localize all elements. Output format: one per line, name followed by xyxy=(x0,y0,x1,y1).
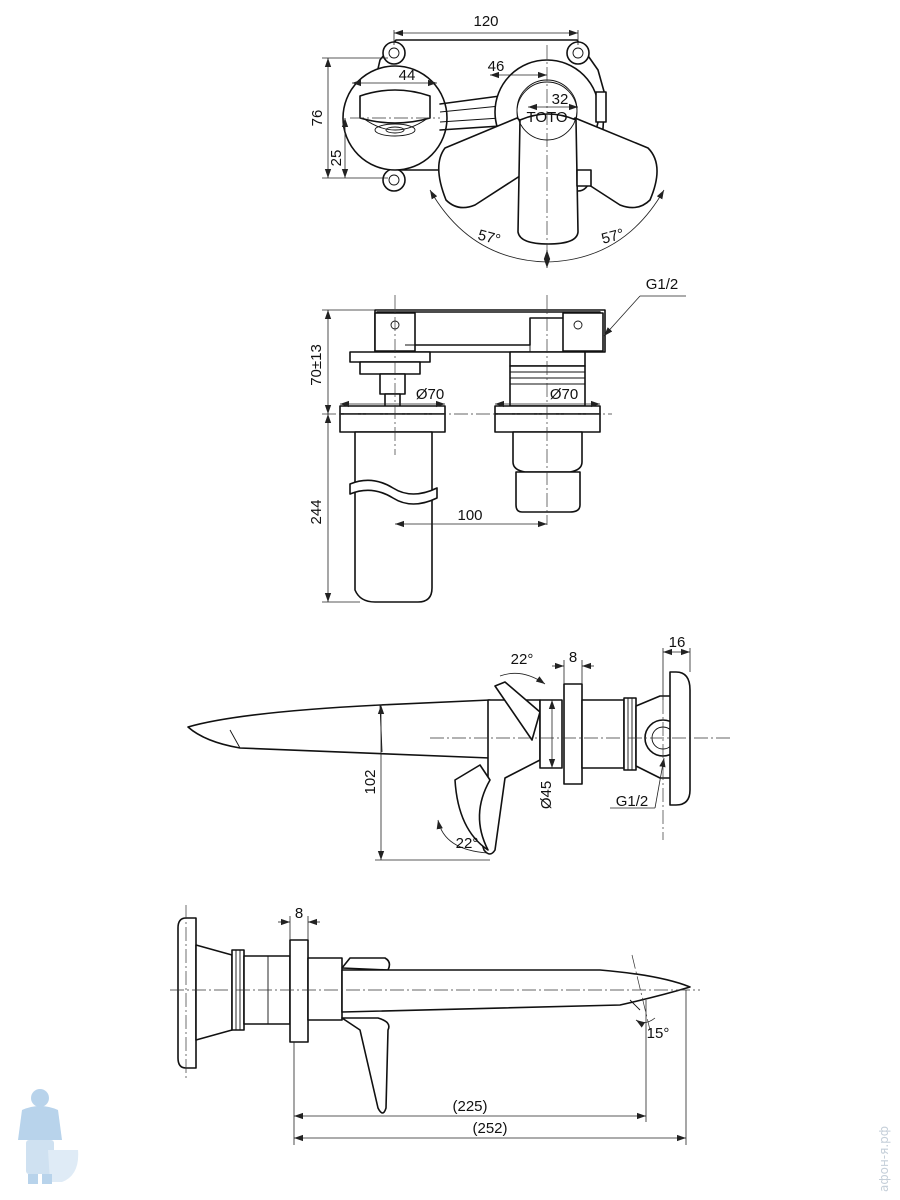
dim-body-diameter-label: Ø45 xyxy=(538,781,555,809)
front-thread-label: G1/2 xyxy=(646,276,679,293)
dim-height-label: 76 xyxy=(309,110,326,127)
dim-flange-right-label: Ø70 xyxy=(550,386,578,403)
top-view: TOTO 120 46 32 44 76 25 57° 57° xyxy=(309,13,665,268)
watermark-text: афон-я.рф xyxy=(877,1126,891,1192)
dim-spout-length-label: 244 xyxy=(308,499,325,524)
side-view: 22° 22° 8 16 102 Ø45 G1/2 xyxy=(187,634,730,861)
dim-body-label: 46 xyxy=(488,58,505,75)
mascot-logo xyxy=(18,1089,79,1184)
bottom-view: 8 15° (225) (252) xyxy=(170,905,700,1145)
dim-flange-left-label: Ø70 xyxy=(416,386,444,403)
dim-cartridge-label: 32 xyxy=(552,91,569,108)
dim-center-distance-label: 100 xyxy=(457,507,482,524)
dim-reach-inner-label: (225) xyxy=(452,1098,487,1115)
front-view: G1/2 70±13 Ø70 Ø70 244 100 xyxy=(308,276,686,603)
angle-outlet-label: 15° xyxy=(647,1025,670,1042)
angle-top-label: 22° xyxy=(511,651,534,668)
angle-left-label: 57° xyxy=(476,227,502,249)
dim-width-label: 120 xyxy=(473,13,498,30)
angle-right-label: 57° xyxy=(600,226,626,248)
dim-mount-plate-label: 16 xyxy=(669,634,686,651)
dim-outlet-width-label: 44 xyxy=(399,67,416,84)
dim-side-height-label: 102 xyxy=(362,769,379,794)
dim-reach-total-label: (252) xyxy=(472,1120,507,1137)
dim-outlet-depth-label: 25 xyxy=(328,150,345,167)
angle-bottom-label: 22° xyxy=(456,835,479,852)
dim-mount-depth-label: 70±13 xyxy=(308,344,325,386)
dim-bottom-flange-label: 8 xyxy=(295,905,303,922)
side-thread-label: G1/2 xyxy=(616,793,649,810)
dim-side-flange-label: 8 xyxy=(569,649,577,666)
